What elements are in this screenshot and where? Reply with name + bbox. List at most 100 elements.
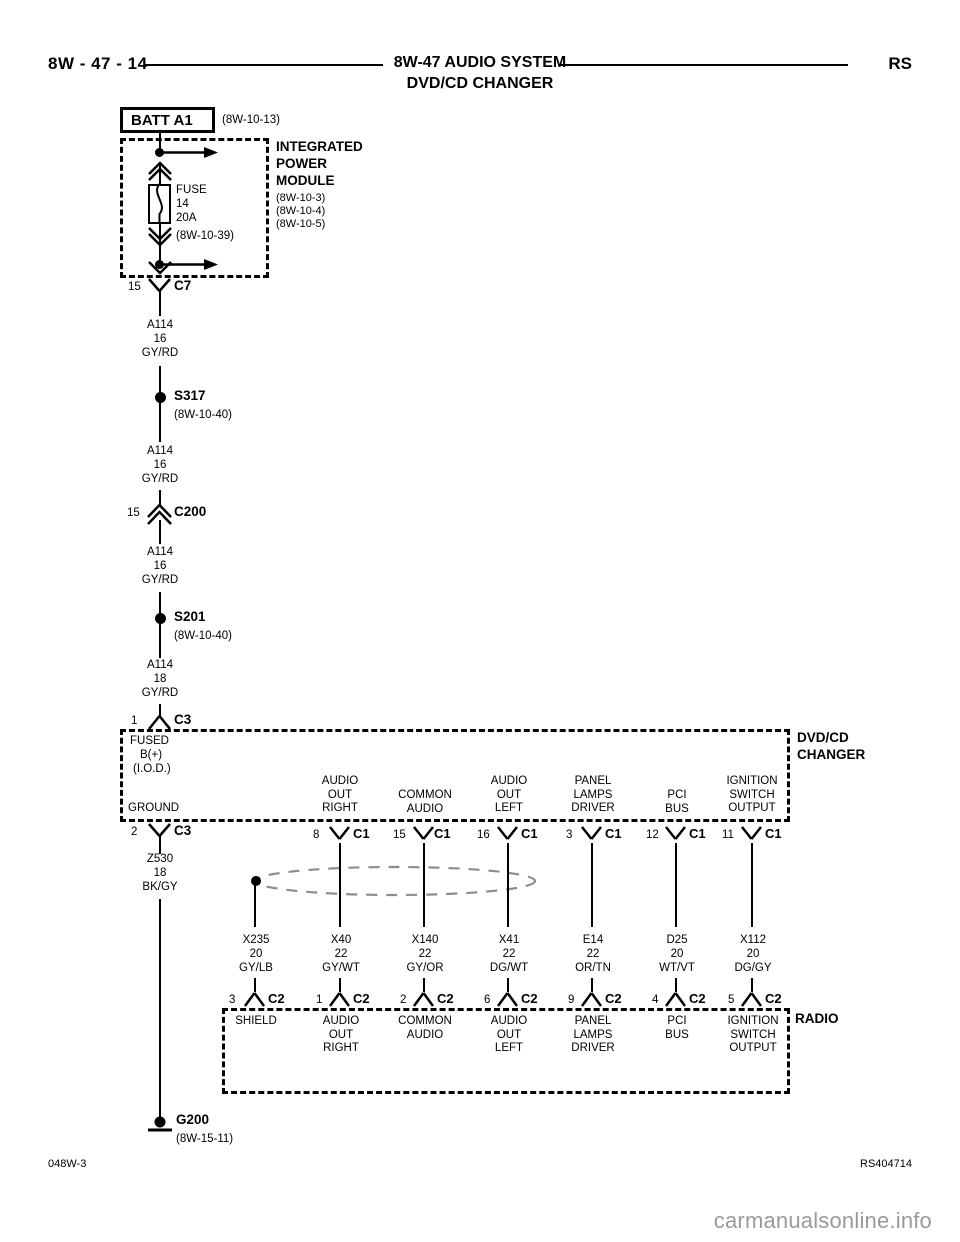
connector-c3-gnd-icon	[148, 823, 171, 837]
wire-3-gauge: 16	[153, 560, 167, 572]
wire-to-c200	[159, 490, 161, 506]
signal-wire-0-id: X235	[242, 934, 270, 946]
signal-wire-1-id: X40	[330, 934, 352, 946]
wire-to-s317	[159, 366, 161, 396]
splice-s317-ref: (8W-10-40)	[174, 409, 232, 421]
signal-wire-5-gauge: 20	[670, 948, 684, 960]
splice-s317-name: S317	[174, 388, 206, 403]
fuse-number: 14	[176, 198, 189, 210]
connector-c3-in-icon	[148, 715, 171, 730]
dvd-pin-number-16: 16	[477, 829, 490, 841]
wire-s201-to-label	[159, 622, 161, 658]
signal-wire-5-color: WT/VT	[659, 962, 695, 974]
signal-wire-6-color: DG/GY	[734, 962, 772, 974]
fuse-label: FUSE	[176, 184, 207, 196]
fuse-ref: (8W-10-39)	[176, 230, 234, 242]
connector-c3-gnd-name: C3	[174, 823, 192, 838]
splice-s317-dot	[155, 392, 166, 403]
signal-wire-line-4-top	[591, 843, 593, 927]
radio-pin-number-2: 2	[400, 994, 407, 1006]
radio-pin-number-3: 3	[229, 994, 236, 1006]
ipm-feed-line-top	[159, 133, 161, 155]
signal-wire-4-id: E14	[582, 934, 604, 946]
wire-4-gauge: 18	[153, 673, 167, 685]
dvd-cd-changer-box	[120, 729, 790, 822]
signal-wire-line-1-top	[339, 843, 341, 927]
radio-connector-c2-5: C2	[765, 991, 782, 1006]
dvd-ground-label: GROUND	[128, 802, 180, 814]
ipm-title-line1: INTEGRATED	[276, 139, 363, 154]
radio-pin-label-panel-lamps-driver: PANEL LAMPS DRIVER	[571, 1015, 615, 1054]
wire-to-c3	[159, 704, 161, 718]
connector-c2-2-icon	[412, 992, 435, 1007]
signal-wire-line-2-top	[423, 843, 425, 927]
ground-g200-name: G200	[176, 1112, 210, 1127]
signal-wire-0-color: GY/LB	[239, 962, 273, 974]
signal-wire-3-color: DG/WT	[489, 962, 529, 974]
radio-pin-number-9: 9	[568, 994, 575, 1006]
signal-wire-3-id: X41	[498, 934, 520, 946]
signal-wire-0-gauge: 20	[249, 948, 263, 960]
wire-c200-down	[159, 520, 161, 544]
signal-wire-3-gauge: 22	[502, 948, 516, 960]
ipm-ref-3: (8W-10-5)	[276, 218, 326, 230]
signal-wire-line-6-bottom	[751, 978, 753, 992]
dvd-pin-label-audio-out-left: AUDIO OUT LEFT	[490, 775, 528, 814]
ground-wire-color: BK/GY	[142, 881, 178, 893]
watermark: carmanualsonline.info	[713, 1208, 932, 1233]
ground-wire-top	[159, 836, 161, 854]
signal-wire-line-3-top	[507, 843, 509, 927]
radio-connector-c2-2: C2	[437, 991, 454, 1006]
radio-connector-c2-3: C2	[268, 991, 285, 1006]
page-subtitle: DVD/CD CHANGER	[406, 75, 554, 92]
connector-c2-5-icon	[740, 992, 763, 1007]
connector-c200-name: C200	[174, 504, 207, 519]
connector-c2-9-icon	[580, 992, 603, 1007]
signal-wire-line-3-bottom	[507, 978, 509, 992]
connector-c2-3-icon	[243, 992, 266, 1007]
radio-pin-label-common-audio: COMMON AUDIO	[398, 1015, 452, 1041]
wire-1-gauge: 16	[153, 333, 167, 345]
dvd-connector-c1-12: C1	[689, 826, 706, 841]
signal-wire-line-5-top	[675, 843, 677, 927]
signal-wire-2-color: GY/OR	[406, 962, 444, 974]
wire-2-gauge: 16	[153, 459, 167, 471]
ground-g200-icon	[148, 1116, 172, 1132]
dvd-connector-c1-15: C1	[434, 826, 451, 841]
model-code: RS	[888, 54, 912, 73]
radio-pin-label-ignition-switch-output: IGNITION SWITCH OUTPUT	[727, 1015, 779, 1054]
dvd-fused-b-line2: B(+)	[140, 749, 163, 761]
connector-c3-gnd-pin: 2	[131, 826, 138, 838]
wire-3-id: A114	[146, 546, 174, 558]
ipm-junction-top	[155, 148, 164, 157]
radio-pin-label-shield: SHIELD	[235, 1015, 277, 1027]
ground-wire-id: Z530	[146, 853, 174, 865]
dvd-pin-number-12: 12	[646, 829, 659, 841]
wire-4-id: A114	[146, 659, 174, 671]
radio-title: RADIO	[795, 1011, 839, 1026]
ipm-ref-1: (8W-10-3)	[276, 192, 326, 204]
wire-4-color: GY/RD	[141, 687, 179, 699]
ipm-ref-2: (8W-10-4)	[276, 205, 326, 217]
splice-s201-name: S201	[174, 609, 206, 624]
wire-to-s201	[159, 592, 161, 618]
radio-connector-c2-9: C2	[605, 991, 622, 1006]
connector-c1-16-icon	[497, 826, 518, 840]
ipm-exit-chevron-icon	[148, 261, 172, 275]
wire-2-color: GY/RD	[141, 473, 179, 485]
wire-s317-to-label	[159, 402, 161, 442]
dvd-pin-label-audio-out-right: AUDIO OUT RIGHT	[321, 775, 359, 814]
shield-tie-point	[251, 876, 261, 886]
radio-pin-number-1: 1	[316, 994, 323, 1006]
radio-pin-label-pci-bus: PCI BUS	[665, 1015, 689, 1041]
dvd-pin-label-panel-lamps-driver: PANEL LAMPS DRIVER	[571, 775, 615, 814]
signal-wire-1-color: GY/WT	[322, 962, 360, 974]
dvd-connector-c1-11: C1	[765, 826, 782, 841]
header-rule-right	[558, 64, 848, 66]
page-title: 8W-47 AUDIO SYSTEM DVD/CD CHANGER	[0, 54, 960, 93]
ipm-branch-arrow-top	[160, 147, 218, 158]
ipm-feed-line-bottom	[159, 246, 161, 268]
dvd-connector-c1-3: C1	[605, 826, 622, 841]
wire-c7-to-label	[159, 290, 161, 316]
